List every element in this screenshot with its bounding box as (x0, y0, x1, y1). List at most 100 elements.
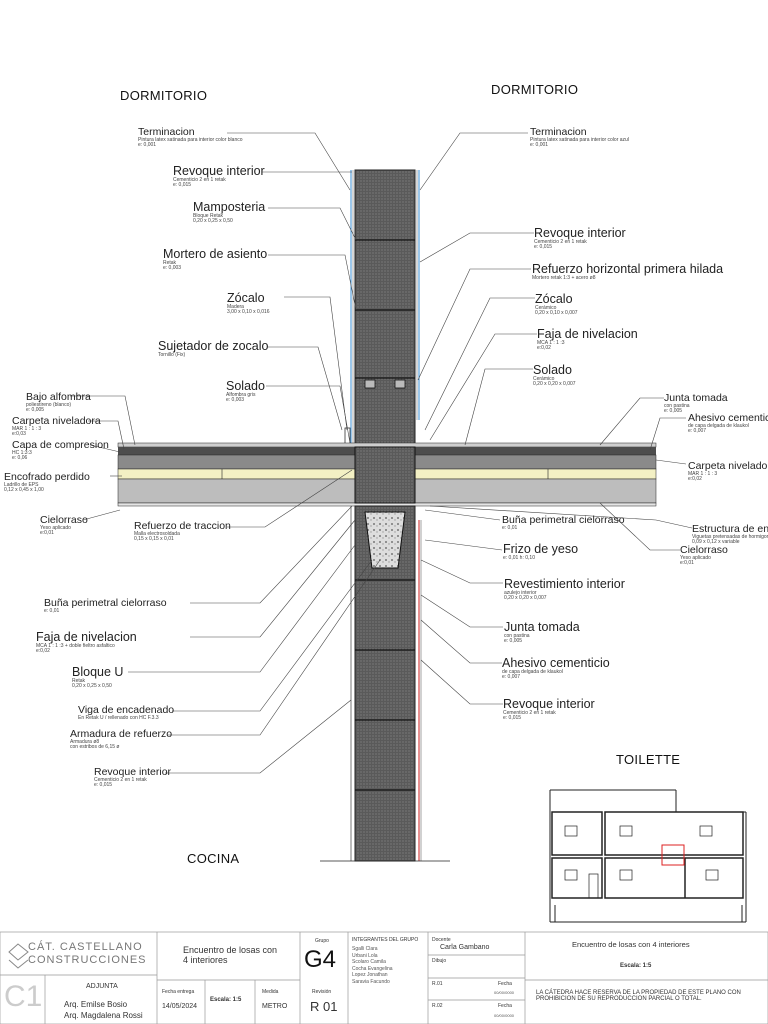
left-label-detail: poliestireno (blanco) (26, 402, 72, 409)
left-label-detail: e:0,03 (12, 431, 26, 438)
fecha-entrega-value: 14/05/2024 (162, 1003, 198, 1010)
integrante-name: Urbani Lola (352, 952, 378, 959)
right-label-detail: Cerámico (533, 376, 555, 383)
right-label-title: Carpeta niveladora (688, 460, 768, 472)
left-label-title: Refuerzo de traccion (134, 520, 231, 532)
left-label-title: Zócalo (227, 291, 265, 305)
right-label-detail: 0,09 x 0,12 x variable (692, 539, 740, 546)
left-label-detail: En Retak U / rellenado con HC F.3.3 (78, 715, 159, 722)
right-label-title: Junta tomada (664, 392, 728, 404)
fecha-entrega-label: Fecha entrega (162, 989, 195, 995)
right-label-detail: e:0,02 (537, 345, 551, 352)
right-label-title: Cielorraso (680, 544, 728, 556)
left-label-detail: Madera (227, 304, 244, 311)
right-label-title: Junta tomada (504, 620, 580, 634)
right-label-10: Estructura de entrepisoViguetas pretensa… (692, 523, 768, 546)
left-label-detail: Yeso aplicado (40, 525, 71, 532)
left-label-detail: HC 1:3:3 (12, 450, 32, 457)
left-label-title: Cielorraso (40, 514, 88, 526)
left-label-detail: 0,12 x 0,45 x 1,00 (4, 487, 44, 494)
right-label-title: Revestimiento interior (504, 577, 625, 591)
right-label-detail: Cerámico (535, 305, 557, 312)
toilette-elevation (549, 789, 747, 923)
left-label-detail: Bloque Retak (193, 213, 224, 220)
right-label-detail: e: 0,01 (502, 525, 518, 532)
right-label-title: Estructura de entrepiso (692, 523, 768, 535)
grupo-value: G4 (304, 946, 337, 973)
left-label-title: Viga de encadenado (78, 704, 175, 716)
right-label-detail: con pastina (664, 403, 690, 410)
left-label-title: Bajo alfombra (26, 391, 91, 403)
author-2: Arq. Magdalena Rossi (64, 1011, 143, 1020)
left-label-detail: Tornillo (Fix) (158, 352, 186, 359)
integrante-name: Lopez Jonathan (352, 972, 388, 978)
right-label-title: Revoque interior (534, 226, 626, 240)
left-label-detail: e: 0,005 (26, 407, 45, 414)
left-label-detail: e: 0,015 (173, 182, 192, 189)
r01-label: R.01 (432, 981, 443, 987)
left-label-title: Capa de compresion (12, 439, 109, 451)
adjunta-label: ADJUNTA (86, 983, 118, 990)
grupo-label: Grupo (315, 938, 329, 944)
room-dormitorio-right: DORMITORIO (491, 82, 579, 97)
left-label-detail: Alfombra gris (226, 392, 256, 399)
left-label-title: Faja de nivelacion (36, 630, 137, 644)
left-label-detail: e: 0,01 (44, 608, 60, 615)
right-label-detail: Yeso aplicado (680, 555, 711, 562)
right-label-detail: 0,20 x 0,20 x 0,007 (504, 595, 547, 602)
left-label-detail: e: 0,001 (138, 142, 157, 149)
room-cocina: COCINA (187, 851, 240, 866)
logo-line2: CONSTRUCCIONES (28, 954, 147, 966)
right-label-detail: e: 0,015 (503, 715, 522, 722)
revision-label: Revisión (312, 989, 332, 995)
left-label-detail: con estribos de 6,15 ø (70, 744, 120, 751)
right-scale: Escala: 1:5 (620, 963, 652, 969)
lower-wall (320, 505, 450, 862)
left-label-detail: 0,20 x 0,25 x 0,50 (193, 218, 233, 225)
sheet-code: C1 (4, 980, 43, 1013)
right-label-detail: e:0,01 (680, 560, 694, 567)
left-label-detail: Armadura ø8 (70, 739, 100, 746)
right-label-detail: e: 0,015 (534, 244, 553, 251)
left-label-detail: Cementicio 2 en 1 retak (94, 777, 147, 784)
author-1: Arq. Emilse Bosio (64, 1000, 128, 1009)
right-label-detail: Viguetas pretensadas de hormigon (692, 534, 768, 541)
integrantes-label: INTEGRANTES DEL GRUPO (352, 937, 419, 943)
docente-label: Docente (432, 937, 451, 943)
logo-line1: CÁT. CASTELLANO (28, 941, 143, 953)
right-label-detail: Pintura latex satinada para interior col… (530, 137, 629, 144)
room-dormitorio-left: DORMITORIO (120, 88, 208, 103)
right-label-detail: 0,20 x 0,10 x 0,007 (535, 310, 578, 317)
room-toilette: TOILETTE (616, 752, 681, 767)
left-label-title: Revoque interior (94, 766, 172, 778)
right-label-title: Buña perimetral cielorraso (502, 514, 625, 526)
left-label-title: Terminacion (138, 126, 195, 138)
dibujo-label: Dibujo (432, 958, 447, 964)
left-label-title: Mamposteria (193, 200, 266, 214)
left-label-title: Sujetador de zocalo (158, 339, 269, 353)
logo-icon (8, 943, 29, 969)
fecha-small-2: 00/00/0000 (494, 1013, 515, 1018)
right-label-detail: azulejo interior (504, 590, 537, 597)
medida-value: METRO (262, 1003, 288, 1010)
right-label-detail: e: 0,007 (502, 674, 521, 681)
left-label-detail: Retak (72, 678, 86, 685)
right-label-detail: Mortero retak 1:3 + acero ø8 (532, 275, 596, 282)
right-label-detail: e: 0,005 (664, 408, 683, 415)
